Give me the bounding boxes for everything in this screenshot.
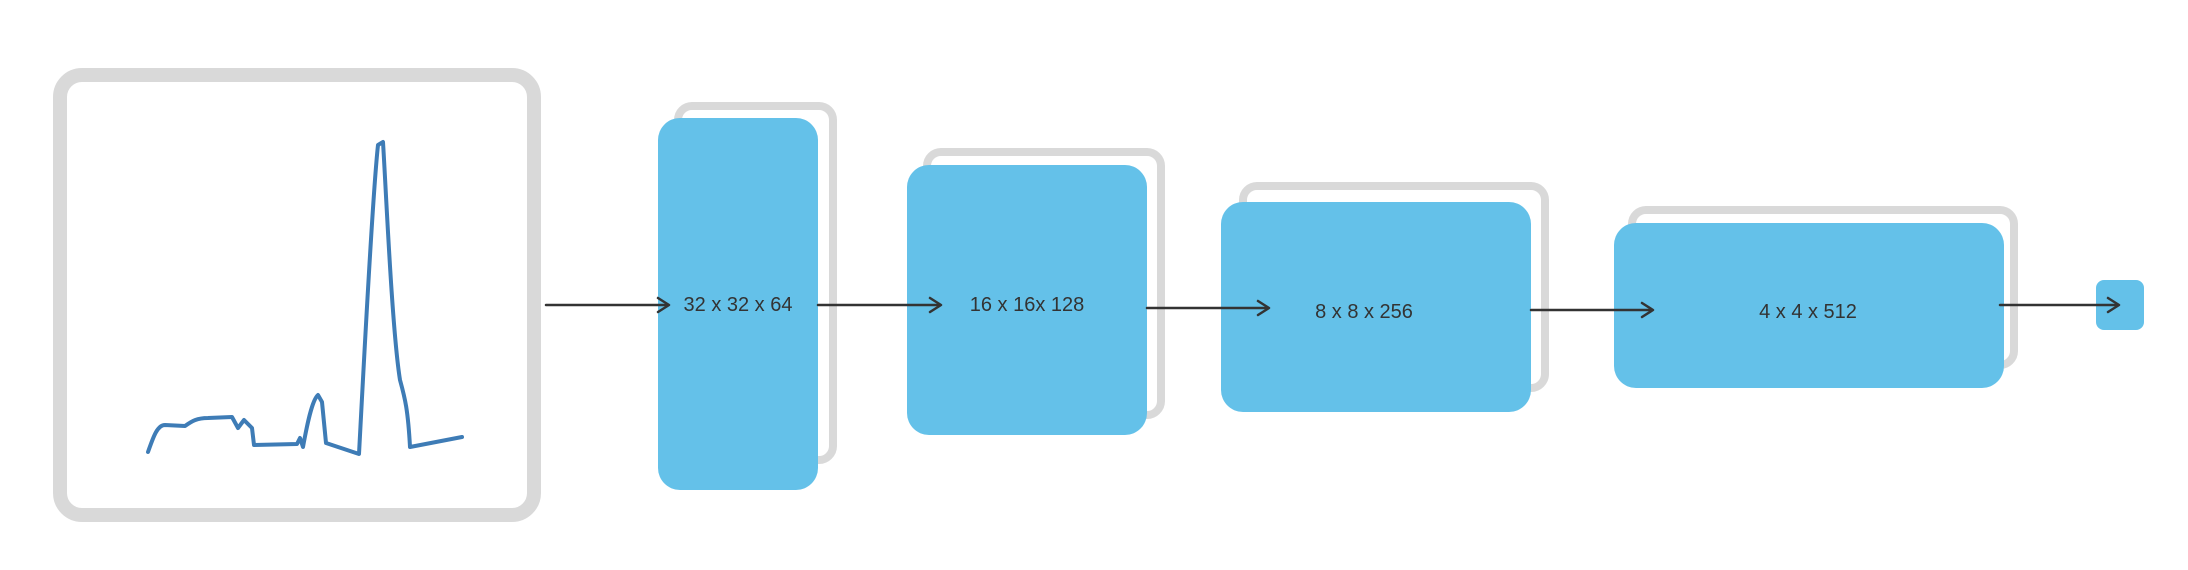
arrow-input-to-layer-1	[544, 296, 671, 314]
ecg-waveform-icon	[146, 140, 464, 456]
layer-4-block	[1614, 223, 2004, 388]
layer-2-block	[907, 165, 1147, 435]
layer-3: 8 x 8 x 256	[1221, 182, 1549, 412]
layer-2: 16 x 16x 128	[907, 148, 1165, 435]
layer-4: 4 x 4 x 512	[1614, 206, 2018, 388]
layer-1-block	[658, 118, 818, 490]
layer-2-label: 16 x 16x 128	[970, 294, 1085, 316]
arrow-layer-1-to-layer-2	[816, 296, 943, 314]
arrows	[544, 296, 2121, 319]
arrow-layer-2-to-layer-3	[1145, 299, 1271, 317]
input-panel	[53, 68, 541, 522]
layer-1: 32 x 32 x 64	[658, 102, 837, 490]
arrow-layer-3-to-layer-4	[1529, 301, 1655, 319]
input-frame	[53, 68, 541, 522]
layer-3-block	[1221, 202, 1531, 412]
arrow-layer-4-to-output	[1998, 296, 2121, 314]
layer-3-label: 8 x 8 x 256	[1315, 301, 1413, 323]
layer-1-label: 32 x 32 x 64	[684, 294, 793, 316]
layer-4-label: 4 x 4 x 512	[1759, 301, 1857, 323]
